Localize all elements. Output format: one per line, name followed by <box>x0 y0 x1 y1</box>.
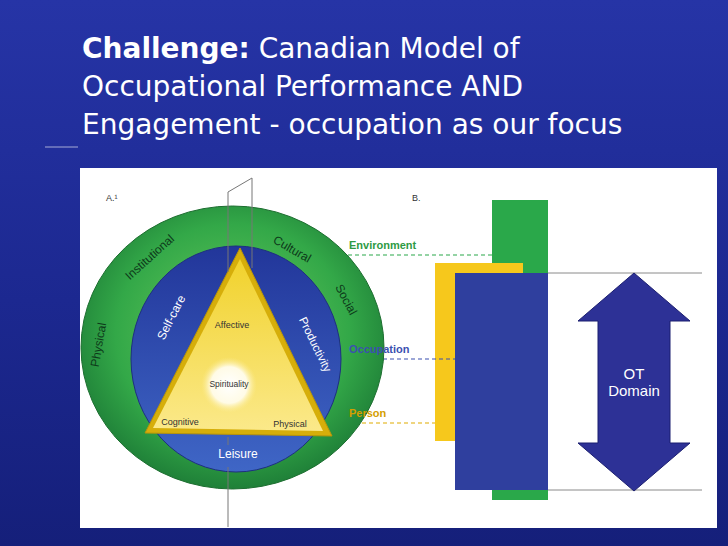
environment-ring: PhysicalInstitutionalCulturalSocialSelf-… <box>80 205 385 490</box>
spirituality-core: Spirituality <box>201 357 257 413</box>
core-label: Spirituality <box>209 380 248 390</box>
template-rule <box>45 147 78 148</box>
domain-label: OT Domain <box>602 365 666 400</box>
double-arrow-shape <box>578 273 690 491</box>
person-label: Physical <box>273 419 307 429</box>
leader-line <box>348 254 492 255</box>
domain-arrow: OT Domain <box>578 273 690 491</box>
plane-edge <box>228 192 229 272</box>
triangle-face <box>153 259 323 431</box>
domain-limit-line <box>548 490 702 491</box>
person-label: Cognitive <box>161 417 199 427</box>
layer-label: Person <box>349 407 386 420</box>
layer-label: Environment <box>349 239 416 252</box>
panel-letter: A.¹ <box>106 193 118 203</box>
panel-letter: B. <box>412 193 421 203</box>
person-label: Affective <box>215 320 249 330</box>
domain-limit-line <box>548 273 702 274</box>
core-shape <box>201 357 257 413</box>
occupation-label: Leisure <box>218 448 257 462</box>
ring-shape <box>131 246 341 472</box>
title-lead: Challenge: <box>82 32 250 65</box>
plane-edge <box>228 178 252 268</box>
plane-edge <box>228 437 229 445</box>
figure-panel <box>80 168 717 528</box>
layer-label: Occupation <box>349 343 410 356</box>
triangle-shape <box>145 248 332 436</box>
occupation-bar <box>455 273 548 490</box>
plane-edge <box>228 467 229 527</box>
occupation-ring: Self-careProductivityLeisureAffectiveCog… <box>130 245 342 473</box>
ring-shape <box>81 206 384 489</box>
slide-title: Challenge: Canadian Model of Occupationa… <box>82 30 682 144</box>
